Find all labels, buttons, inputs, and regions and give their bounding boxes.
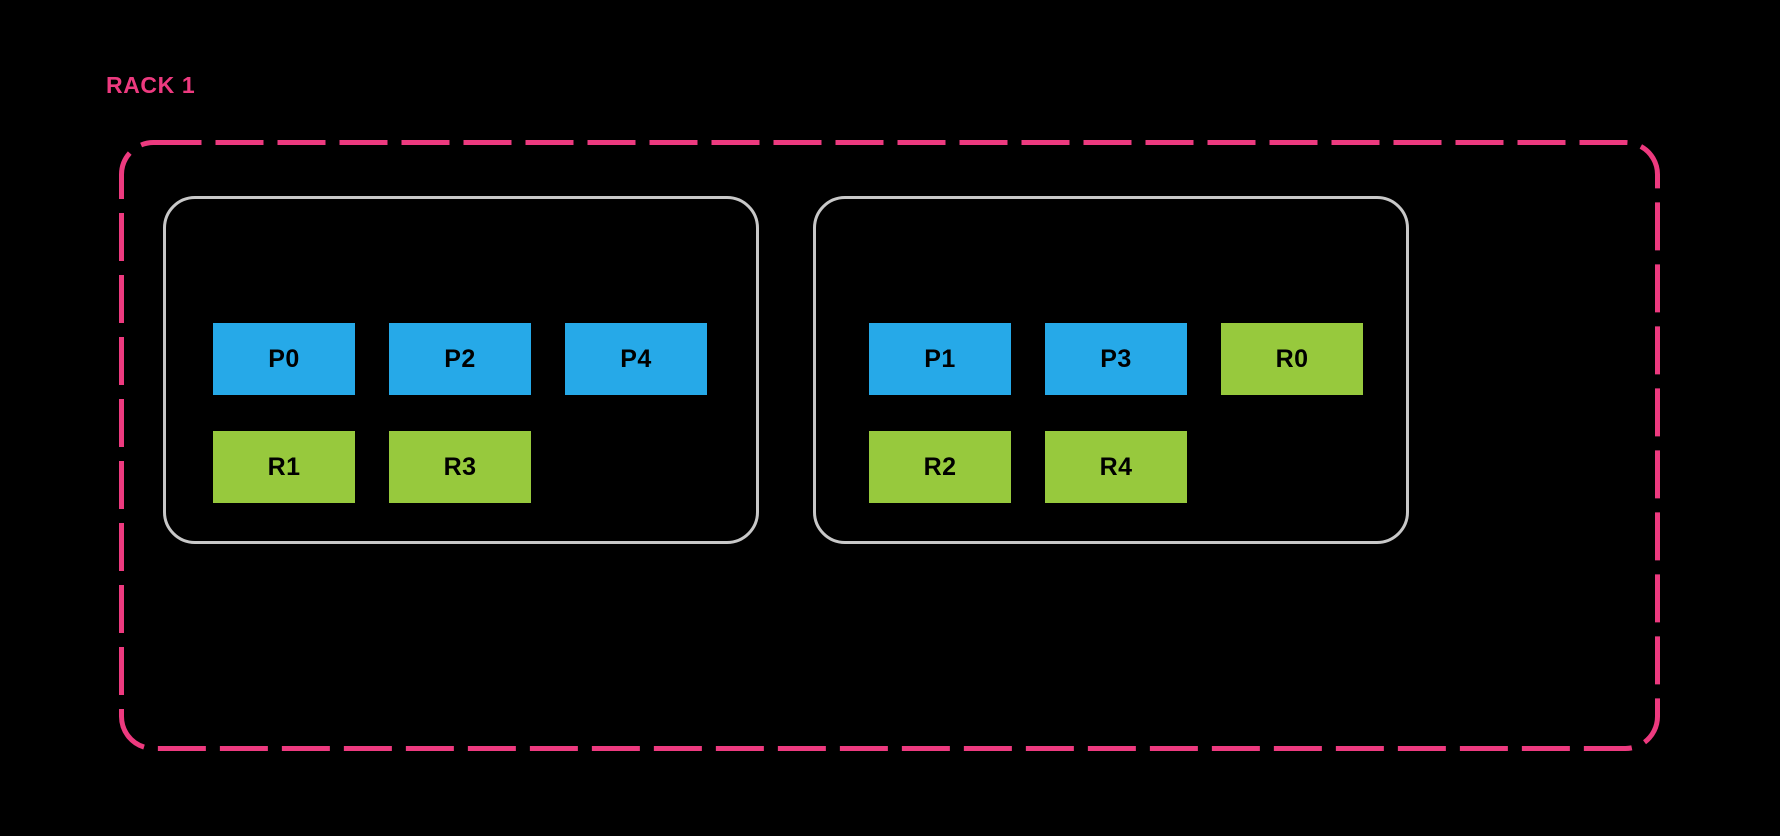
chip-r0[interactable]: R0: [1221, 323, 1363, 395]
chip-p3[interactable]: P3: [1045, 323, 1187, 395]
chip-r4[interactable]: R4: [1045, 431, 1187, 503]
chip-p2[interactable]: P2: [389, 323, 531, 395]
chip-p1[interactable]: P1: [869, 323, 1011, 395]
node-box-right[interactable]: P1 P3 R0 R2 R4: [813, 196, 1409, 544]
chip-p0[interactable]: P0: [213, 323, 355, 395]
chip-r3[interactable]: R3: [389, 431, 531, 503]
chip-r2[interactable]: R2: [869, 431, 1011, 503]
rack-title-label: RACK 1: [106, 72, 196, 98]
chip-p4[interactable]: P4: [565, 323, 707, 395]
chip-r1[interactable]: R1: [213, 431, 355, 503]
node-box-left[interactable]: P0 P2 P4 R1 R3: [163, 196, 759, 544]
